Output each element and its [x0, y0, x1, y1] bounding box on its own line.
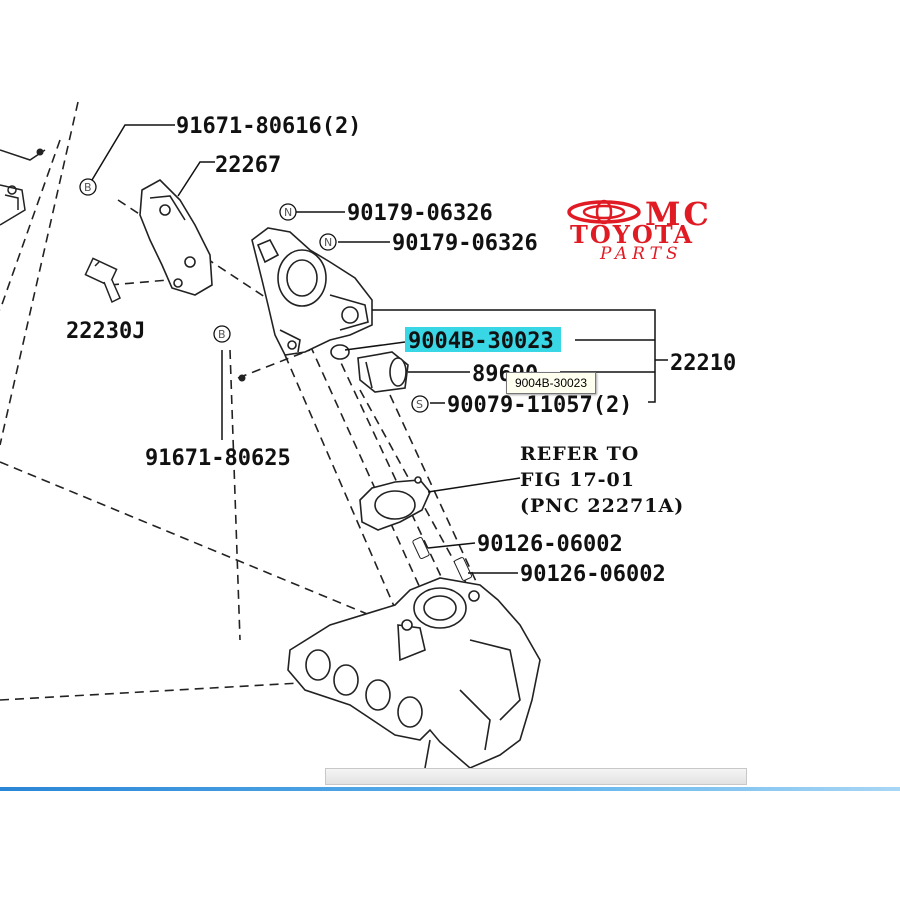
refer-note-line1: REFER TO: [520, 443, 639, 465]
seal-ring: [330, 344, 350, 360]
left-bracket-part: [0, 149, 46, 226]
label-90079-11057[interactable]: 90079-11057(2): [447, 393, 632, 418]
small-screws: [36, 148, 473, 581]
bracket-22267: [139, 179, 213, 296]
label-91671-80616[interactable]: 91671-80616(2): [176, 114, 361, 139]
logo-line2: TOYOTA: [570, 220, 694, 249]
intake-manifold: [287, 577, 541, 769]
callout-b1: B: [84, 181, 92, 194]
selected-part-highlight: [405, 327, 561, 352]
label-90179-06326-a[interactable]: 90179-06326: [347, 201, 493, 226]
label-90126-06002-a[interactable]: 90126-06002: [477, 532, 623, 557]
callout-b2: B: [218, 328, 226, 341]
logo-line1: MC: [645, 195, 712, 233]
label-9004b-30023[interactable]: 9004B-30023: [408, 329, 554, 354]
refer-note-line2[interactable]: FIG 17-01: [520, 469, 635, 491]
window-border-line: [0, 787, 900, 791]
label-90126-06002-b[interactable]: 90126-06002: [520, 562, 666, 587]
idle-control-valve: [357, 351, 409, 393]
callout-markers: [79, 178, 429, 413]
toyota-logo-watermark: MC TOYOTA PARTS: [567, 195, 712, 264]
logo-line3: PARTS: [599, 244, 683, 264]
throttle-body: [251, 227, 373, 356]
gasket: [359, 476, 431, 531]
callout-n1: N: [284, 206, 292, 219]
label-22230j[interactable]: 22230J: [66, 319, 145, 344]
label-22267[interactable]: 22267: [215, 153, 281, 178]
label-91671-80625[interactable]: 91671-80625: [145, 446, 291, 471]
label-90179-06326-b[interactable]: 90179-06326: [392, 231, 538, 256]
refer-note-line3: (PNC 22271A): [520, 495, 684, 517]
sensor-22230j: [84, 257, 121, 304]
horizontal-scrollbar[interactable]: [325, 768, 747, 785]
callout-s1: S: [416, 398, 423, 411]
callout-n2: N: [324, 236, 332, 249]
part-number-tooltip: 9004B-30023: [506, 372, 596, 394]
label-22210[interactable]: 22210: [670, 351, 736, 376]
